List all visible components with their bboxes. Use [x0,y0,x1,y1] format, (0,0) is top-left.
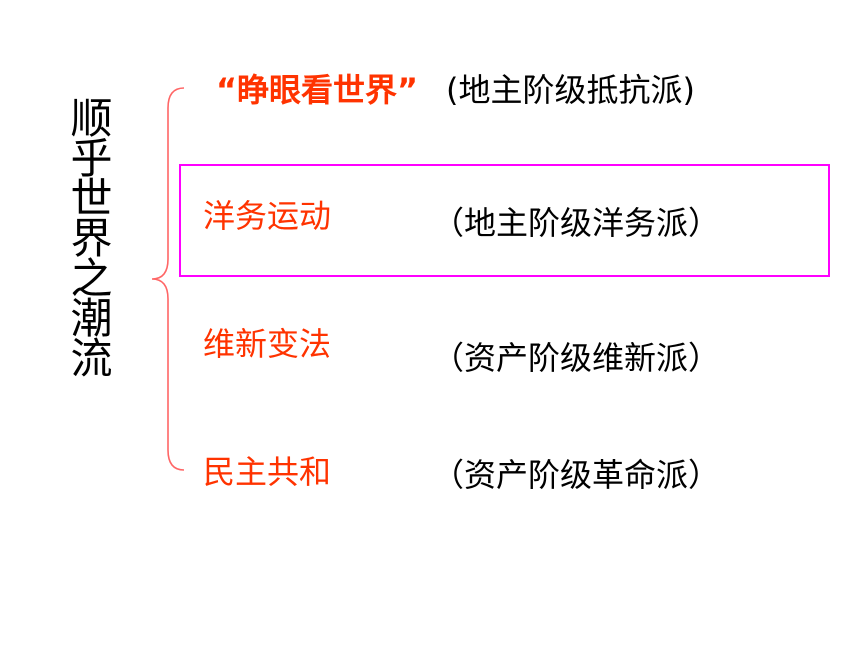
item-class-reform: （资产阶级维新派） [432,339,721,377]
item-class-resistance: (地主阶级抵抗派) [446,71,695,109]
item-name-republic: 民主共和 [203,453,332,491]
slide-title: 顺乎世界之潮流 [64,96,113,376]
item-name-eyes-open: “睁眼看世界” [216,71,419,109]
curly-brace [151,87,185,471]
item-class-revolution: （资产阶级革命派） [432,456,721,494]
highlight-box [179,164,830,277]
item-name-reform: 维新变法 [203,325,332,363]
item-name-westernization: 洋务运动 [203,197,332,235]
item-class-westernization: （地主阶级洋务派） [432,204,721,242]
